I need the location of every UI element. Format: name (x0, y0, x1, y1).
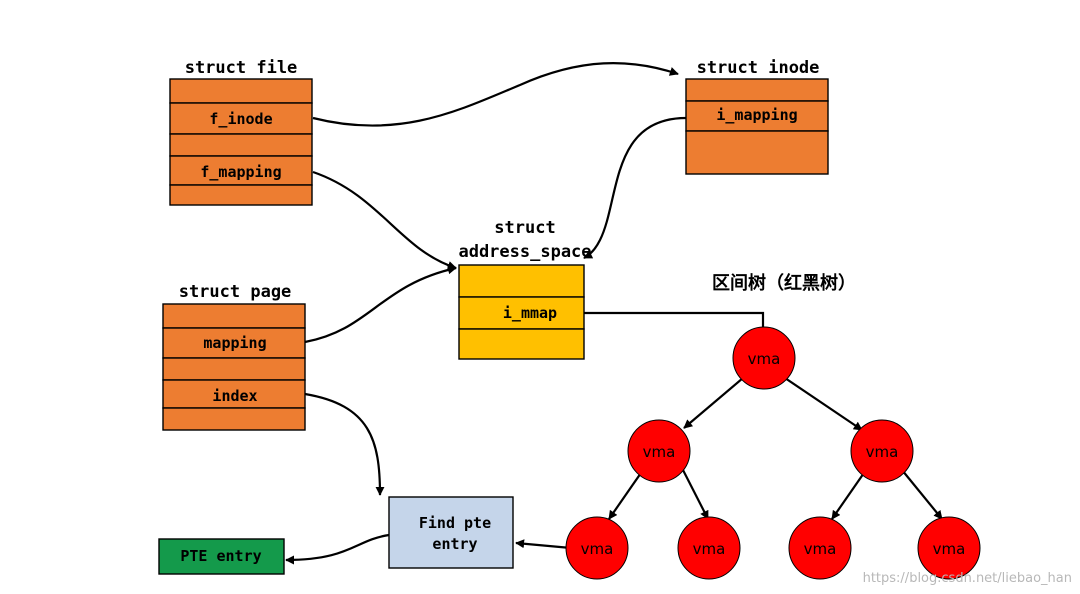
tree-edge-right-leaf1 (831, 469, 867, 520)
vma-node-leaf-2-label: vma (693, 540, 726, 558)
vma-node-leaf-2: vma (677, 516, 741, 580)
field-i-mmap: i_mmap (503, 304, 557, 322)
address-space-row-2 (458, 328, 585, 360)
vma-node-root-circle (732, 326, 796, 390)
vma-tree: vma vma vma vma vma vma vma (565, 326, 981, 580)
pte-entry-label: PTE entry (180, 547, 261, 565)
tree-edge-right-leaf2 (901, 469, 943, 520)
address-space: struct address_space i_mmap (458, 218, 592, 360)
struct-inode-row-2 (685, 130, 829, 175)
field-mapping: mapping (203, 334, 266, 352)
struct-file-row-4 (169, 184, 313, 206)
vma-node-leaf-4-circle (917, 516, 981, 580)
vma-node-right: vma (850, 419, 914, 483)
vma-node-root: vma (732, 326, 796, 390)
vma-node-left-circle (627, 419, 691, 483)
struct-page-row-4 (162, 407, 306, 431)
vma-node-leaf-3: vma (788, 516, 852, 580)
struct-file: struct file f_inode f_mapping (169, 58, 313, 206)
address-space-title-line1: struct (494, 218, 555, 238)
field-f-mapping: f_mapping (200, 163, 281, 181)
tree-edge-left-leaf1 (608, 469, 644, 520)
struct-file-title: struct file (185, 58, 298, 78)
edge-f-mapping-to-address-space (312, 170, 457, 270)
edge-vma-leaf-to-find-pte (515, 539, 572, 550)
vma-node-leaf-1-label: vma (581, 540, 614, 558)
vma-node-root-label: vma (748, 350, 781, 368)
tree-edge-left-leaf2 (682, 469, 709, 520)
vma-node-leaf-3-circle (788, 516, 852, 580)
vma-node-leaf-4-label: vma (933, 540, 966, 558)
struct-page-title: struct page (179, 282, 292, 302)
struct-page-row-0 (162, 303, 306, 329)
tree-edge-root-left (683, 377, 744, 429)
vma-node-leaf-1: vma (565, 516, 629, 580)
struct-file-row-0 (169, 78, 313, 104)
edge-i-mmap-to-vma-root (584, 311, 768, 336)
find-pte-line1: Find pte (419, 514, 491, 532)
interval-tree-title: 区间树（红黑树） (712, 272, 856, 294)
edge-find-pte-to-pte-entry (285, 533, 390, 565)
struct-file-row-2 (169, 133, 313, 157)
edge-page-mapping-to-address-space (304, 265, 457, 344)
struct-page-row-2 (162, 357, 306, 381)
struct-file-row-1 (169, 102, 313, 135)
struct-page: struct page mapping index (162, 282, 306, 431)
address-space-row-0 (458, 264, 585, 298)
vma-node-leaf-1-circle (565, 516, 629, 580)
pte-entry-box: PTE entry (158, 538, 285, 575)
edge-f-inode-to-struct-inode (312, 62, 679, 127)
tree-edge-root-right (784, 377, 863, 431)
vma-node-leaf-4: vma (917, 516, 981, 580)
vma-node-left-label: vma (643, 443, 676, 461)
vma-node-leaf-2-circle (677, 516, 741, 580)
struct-inode-row-0 (685, 78, 829, 102)
edges (285, 62, 943, 565)
find-pte-box: Find pte entry (388, 496, 514, 569)
address-space-row-1 (458, 296, 585, 330)
field-i-mapping: i_mapping (716, 106, 797, 124)
pte-entry-rect (158, 538, 285, 575)
edge-page-index-to-find-pte (304, 392, 385, 496)
struct-inode-title: struct inode (697, 58, 820, 78)
struct-file-row-3 (169, 155, 313, 186)
field-f-inode: f_inode (209, 110, 272, 128)
vma-node-left: vma (627, 419, 691, 483)
struct-inode: struct inode i_mapping (685, 58, 829, 175)
struct-page-row-3 (162, 379, 306, 409)
vma-node-right-label: vma (866, 443, 899, 461)
vma-node-leaf-3-label: vma (804, 540, 837, 558)
vma-node-right-circle (850, 419, 914, 483)
watermark-text: https://blog.csdn.net/liebao_han (863, 571, 1072, 586)
field-index: index (212, 387, 257, 405)
find-pte-line2: entry (432, 535, 477, 553)
find-pte-rect (388, 496, 514, 569)
address-space-title-line2: address_space (458, 242, 591, 262)
edge-i-mapping-to-address-space (583, 116, 687, 259)
